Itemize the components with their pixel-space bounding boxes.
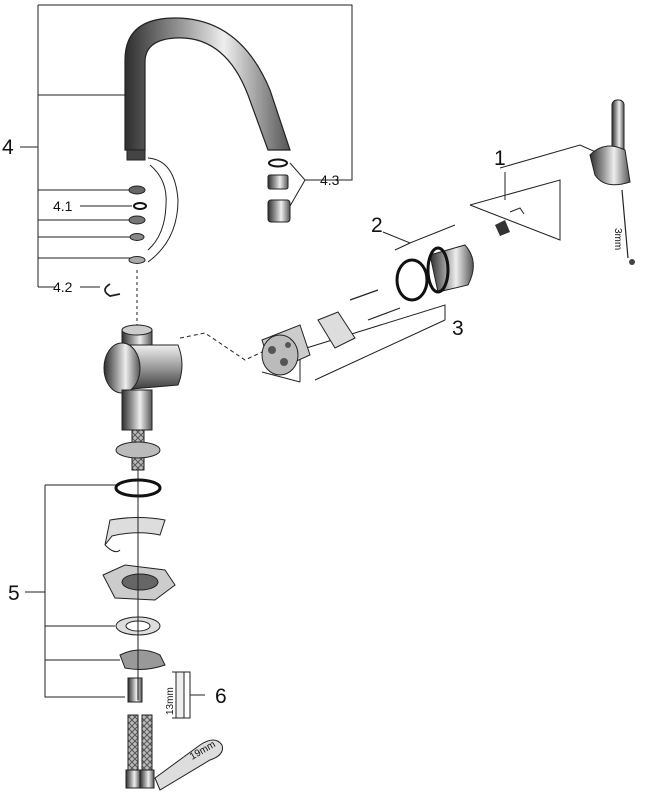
cartridge-nut bbox=[395, 244, 474, 302]
callout-1: 1 bbox=[494, 147, 506, 170]
cartridge bbox=[261, 289, 401, 376]
callout-3: 3 bbox=[452, 317, 464, 340]
wrench-13mm bbox=[175, 671, 185, 719]
wrench-13mm-label: 13mm bbox=[165, 687, 176, 715]
aerator bbox=[267, 158, 291, 223]
wrench-19mm bbox=[154, 739, 223, 791]
callout-4: 4 bbox=[2, 136, 14, 159]
callout-5: 5 bbox=[8, 582, 20, 605]
leader-lines bbox=[20, 4, 626, 719]
faucet-body bbox=[103, 324, 183, 431]
hex-key-size-label: 3mm bbox=[612, 228, 623, 250]
spout-seal-stack bbox=[128, 157, 179, 264]
callout-4-2: 4.2 bbox=[53, 279, 73, 295]
washer-top bbox=[115, 441, 161, 459]
callout-4-3: 4.3 bbox=[320, 172, 340, 188]
callout-4-1: 4.1 bbox=[53, 198, 73, 214]
callout-6: 6 bbox=[215, 685, 227, 708]
retaining-clip bbox=[104, 283, 121, 297]
mounting-kit bbox=[102, 478, 176, 703]
spout bbox=[124, 17, 291, 161]
supply-hoses bbox=[125, 714, 155, 789]
callout-2: 2 bbox=[371, 214, 383, 237]
lever-handle bbox=[495, 99, 635, 265]
